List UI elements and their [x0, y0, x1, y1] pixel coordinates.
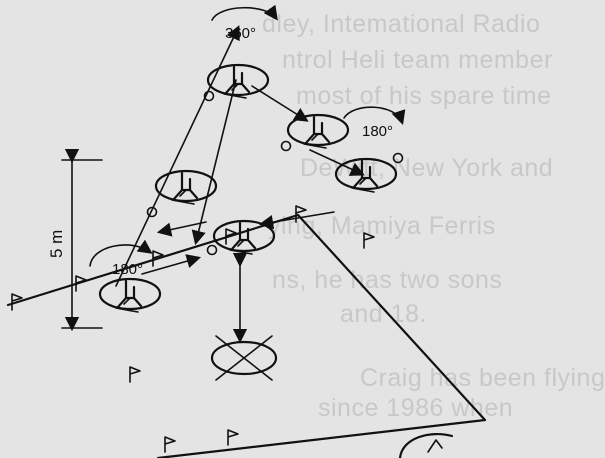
tail-rotor-icon — [146, 90, 404, 256]
rotation-label-top: 360° — [225, 25, 256, 42]
background-text-line: ntrol Heli team member — [282, 46, 553, 74]
flag-icon — [227, 429, 239, 446]
rotation-arrow-left — [89, 239, 153, 267]
background-text-line: most of his spare time — [296, 82, 552, 110]
flag-icon — [363, 232, 375, 249]
flight-path — [115, 25, 365, 344]
flag-icon — [129, 366, 141, 383]
flag-icon — [11, 293, 23, 311]
background-text-line: Craig has been flying — [360, 364, 605, 392]
rotation-label-left: 180° — [112, 261, 143, 278]
background-text-line: dley, Intemational Radio — [262, 10, 541, 38]
figure: dley, Intemational Radio ntrol Heli team… — [6, 4, 605, 458]
background-text-line: DeWitt, New York and — [300, 154, 554, 182]
background-text-line: and 18. — [340, 300, 427, 328]
helicopter-icon-cropped — [398, 432, 454, 458]
background-text-line: ns, he has two sons — [272, 266, 503, 294]
background-text: dley, Intemational Radio ntrol Heli team… — [262, 10, 605, 422]
helicopter-icon — [98, 277, 162, 314]
flag-icon — [295, 205, 307, 223]
flag-icon — [225, 228, 237, 245]
height-label: 5 m — [47, 230, 66, 258]
rotation-arrow-right — [343, 106, 406, 126]
height-dimension — [61, 148, 103, 332]
flag-icon — [152, 250, 164, 267]
flag-icon — [164, 436, 176, 453]
maneuver-diagram: 5 m — [6, 4, 487, 458]
helicopter-icon — [334, 157, 398, 194]
helicopter-icon — [286, 113, 350, 150]
rotation-label-right: 180° — [362, 123, 393, 140]
rotation-arrow-top — [211, 4, 278, 21]
background-text-line: since 1986 when — [318, 394, 514, 422]
hover-target-icon — [210, 335, 278, 381]
helicopter-icon — [206, 63, 270, 100]
